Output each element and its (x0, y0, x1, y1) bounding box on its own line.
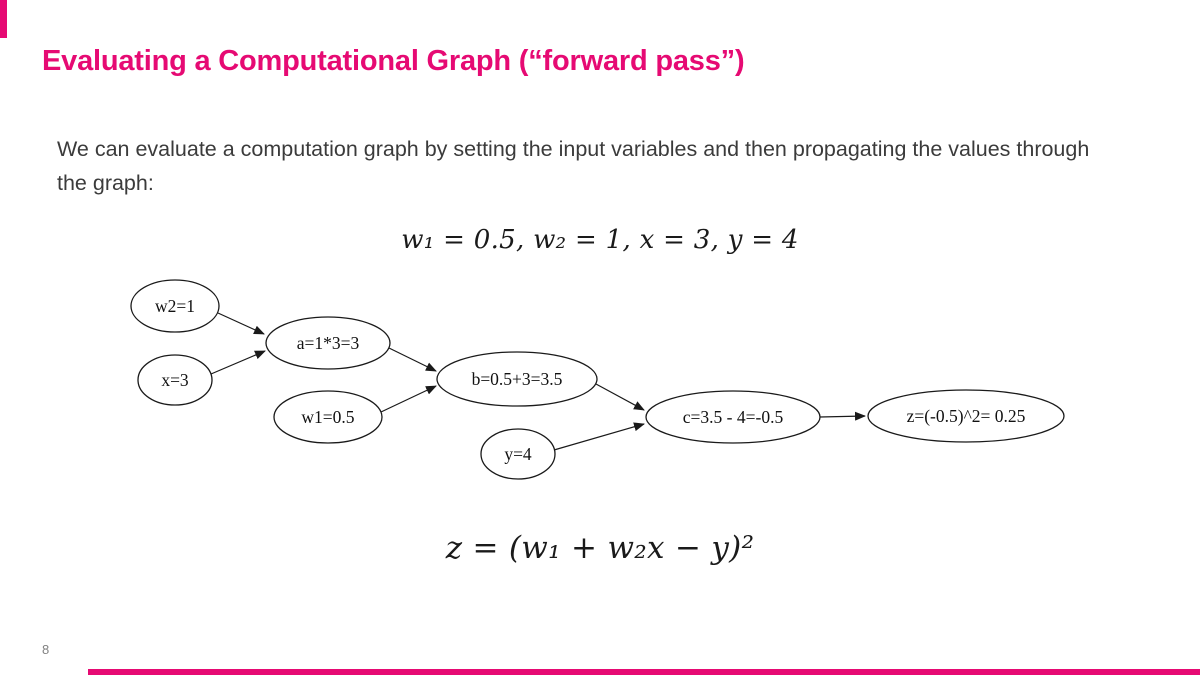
graph-node-label: y=4 (504, 444, 532, 464)
accent-bar-bottom (88, 669, 1200, 675)
graph-node-w1: w1=0.5 (273, 390, 383, 444)
graph-node-label: z=(-0.5)^2= 0.25 (907, 406, 1026, 426)
page-number: 8 (42, 642, 50, 657)
graph-node-label: c=3.5 - 4=-0.5 (683, 407, 784, 427)
graph-edge-x-a (210, 350, 266, 375)
graph-node-x: x=3 (137, 354, 213, 406)
formula-input-values: w₁ = 0.5, w₂ = 1, x = 3, y = 4 (401, 225, 799, 255)
graph-node-b: b=0.5+3=3.5 (436, 351, 598, 407)
graph-edge-c-z (819, 411, 866, 421)
graph-edge-b-c (595, 383, 645, 411)
graph-edge-a-b (388, 347, 437, 372)
graph-node-a: a=1*3=3 (265, 316, 391, 370)
graph-node-w2: w2=1 (130, 279, 220, 333)
graph-edge-w2-a (217, 312, 265, 335)
body-line-1: We can evaluate a computation graph by s… (57, 137, 1090, 161)
graph-node-label: a=1*3=3 (297, 333, 360, 353)
graph-node-y: y=4 (480, 428, 556, 480)
body-paragraph: We can evaluate a computation graph by s… (57, 132, 1157, 200)
graph-node-label: b=0.5+3=3.5 (472, 369, 563, 389)
graph-node-c: c=3.5 - 4=-0.5 (645, 390, 821, 444)
graph-node-z: z=(-0.5)^2= 0.25 (867, 389, 1065, 443)
computational-graph-diagram: w2=1 x=3 a=1*3=3 w1=0.5 b=0.5+3=3.5 y=4 … (130, 279, 1065, 480)
graph-node-label: w1=0.5 (301, 407, 354, 427)
page-title: Evaluating a Computational Graph (“forwa… (42, 45, 745, 77)
graph-edge-y-c (553, 422, 645, 451)
formula-output-expression: z = (w₁ + w₂x − y)² (445, 530, 755, 566)
graph-edge-w1-b (380, 385, 437, 413)
body-line-2: the graph: (57, 171, 154, 195)
graph-node-label: w2=1 (155, 296, 195, 316)
accent-bar-top-left (0, 0, 7, 38)
graph-node-label: x=3 (161, 370, 189, 390)
